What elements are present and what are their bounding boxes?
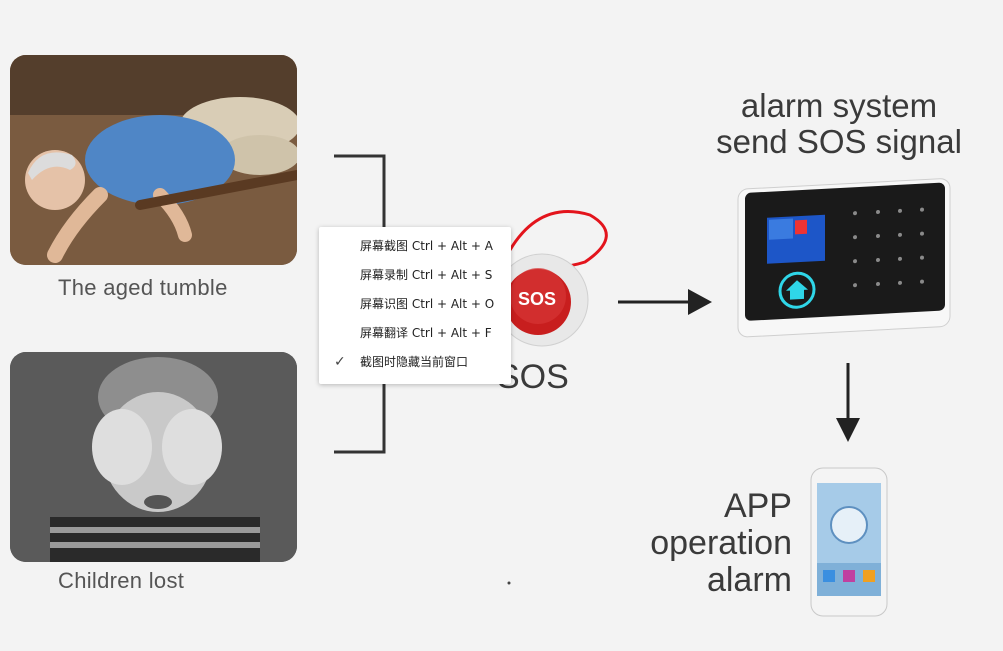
caption-children-lost: Children lost xyxy=(58,568,185,593)
menu-item-screen-translate[interactable]: 屏幕翻译 Ctrl + Alt + F xyxy=(319,319,511,348)
panel-title-line2: send SOS signal xyxy=(716,123,962,160)
menu-item-screen-record[interactable]: 屏幕录制 Ctrl + Alt + S xyxy=(319,261,511,290)
arrow-right-icon xyxy=(618,289,712,315)
child-crying-illustration xyxy=(10,352,297,562)
elderly-fall-photo xyxy=(10,55,297,265)
home-icon xyxy=(786,280,808,300)
context-menu: 屏幕截图 Ctrl + Alt + A 屏幕录制 Ctrl + Alt + S … xyxy=(319,227,511,384)
app-text-line2: operation xyxy=(650,524,792,562)
menu-item-screen-ocr[interactable]: 屏幕识图 Ctrl + Alt + O xyxy=(319,290,511,319)
app-text-line3: alarm xyxy=(706,561,792,599)
panel-title: alarm system send SOS signal xyxy=(694,88,984,160)
menu-item-label: 屏幕翻译 Ctrl + Alt + F xyxy=(360,326,492,340)
caption-aged-tumble: The aged tumble xyxy=(58,275,228,300)
app-text-line1: APP xyxy=(723,487,792,525)
sos-button-text: SOS xyxy=(518,289,557,309)
check-icon: ✓ xyxy=(334,354,346,370)
panel-title-line1: alarm system xyxy=(740,87,938,124)
menu-item-label: 屏幕录制 Ctrl + Alt + S xyxy=(360,268,493,282)
child-lost-photo xyxy=(10,352,297,562)
alarm-panel-device xyxy=(737,178,951,338)
elderly-fall-illustration xyxy=(10,55,297,265)
menu-item-hide-window[interactable]: ✓ 截图时隐藏当前窗口 xyxy=(319,348,511,377)
smartphone-device xyxy=(810,467,888,617)
menu-item-label: 屏幕识图 Ctrl + Alt + O xyxy=(360,297,495,311)
menu-item-label: 屏幕截图 Ctrl + Alt + A xyxy=(360,239,493,253)
app-operation-text: APP operation alarm xyxy=(612,488,792,599)
menu-item-screenshot[interactable]: 屏幕截图 Ctrl + Alt + A xyxy=(319,232,511,261)
sos-button-device xyxy=(495,253,589,347)
arrow-down-icon xyxy=(836,363,860,442)
menu-item-label: 截图时隐藏当前窗口 xyxy=(360,355,469,369)
